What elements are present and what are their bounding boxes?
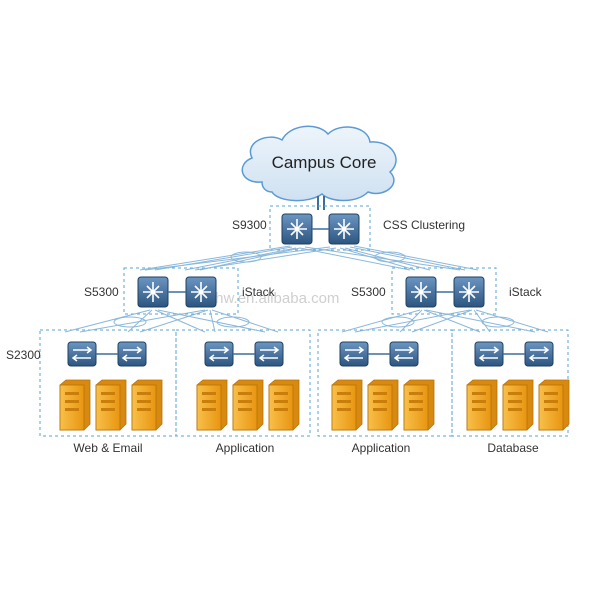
server-4-2 bbox=[502, 379, 534, 431]
s5300-left-label: S5300 bbox=[84, 285, 119, 299]
group-label-web-email: Web & Email bbox=[73, 441, 142, 455]
server-2-2 bbox=[232, 379, 264, 431]
access-switch-1-2 bbox=[117, 341, 147, 367]
campus-core-cloud: Campus Core bbox=[241, 125, 397, 202]
css-clustering-label: CSS Clustering bbox=[383, 218, 465, 232]
s9300-switch-1 bbox=[281, 213, 313, 245]
access-switch-2-1 bbox=[204, 341, 234, 367]
core-uplinks bbox=[317, 196, 325, 210]
campus-core-label: Campus Core bbox=[272, 153, 377, 172]
server-1-1 bbox=[59, 379, 91, 431]
s5300-left-switch-2 bbox=[185, 276, 217, 308]
access-layer bbox=[59, 341, 570, 431]
s5300-right-label: S5300 bbox=[351, 285, 386, 299]
s5300-right-box bbox=[391, 267, 497, 315]
access-switch-3-1 bbox=[339, 341, 369, 367]
access-switch-4-1 bbox=[474, 341, 504, 367]
group-label-database: Database bbox=[487, 441, 539, 455]
access-group-2-box bbox=[175, 329, 311, 437]
istack-right-label: iStack bbox=[509, 285, 543, 299]
s9300-switch-2 bbox=[328, 213, 360, 245]
server-4-1 bbox=[466, 379, 498, 431]
s5300-right-switch-2 bbox=[453, 276, 485, 308]
group-label-application-2: Application bbox=[352, 441, 411, 455]
server-4-3 bbox=[538, 379, 570, 431]
istack-left-label: iStack bbox=[242, 285, 276, 299]
access-switch-2-2 bbox=[254, 341, 284, 367]
server-3-3 bbox=[403, 379, 435, 431]
s2300-label: S2300 bbox=[6, 348, 41, 362]
server-3-2 bbox=[367, 379, 399, 431]
watermark-text: dkjhw.en.alibaba.com bbox=[196, 290, 339, 307]
group-label-application-1: Application bbox=[216, 441, 275, 455]
server-2-3 bbox=[268, 379, 300, 431]
aggregation-to-access-links bbox=[64, 309, 549, 333]
s5300-right-switch-1 bbox=[405, 276, 437, 308]
s5300-left-switch-1 bbox=[137, 276, 169, 308]
s9300-label: S9300 bbox=[232, 218, 267, 232]
access-switch-1-1 bbox=[67, 341, 97, 367]
server-3-1 bbox=[331, 379, 363, 431]
server-1-2 bbox=[95, 379, 127, 431]
access-switch-3-2 bbox=[389, 341, 419, 367]
access-switch-4-2 bbox=[524, 341, 554, 367]
server-1-3 bbox=[131, 379, 163, 431]
server-2-1 bbox=[196, 379, 228, 431]
core-to-aggregation-links bbox=[139, 245, 479, 271]
